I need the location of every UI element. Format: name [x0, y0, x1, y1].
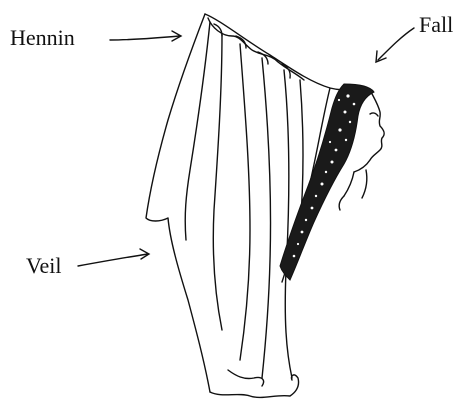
veil-fold-3 [240, 44, 250, 360]
veil-fold-1 [185, 22, 210, 240]
arrow-veil [78, 254, 148, 266]
veil-fold-2 [213, 34, 222, 330]
face-eye [370, 113, 378, 116]
fall-dark [280, 84, 374, 280]
label-veil: Veil [26, 255, 61, 277]
veil-outer-left [146, 14, 210, 392]
arrow-fall [378, 28, 414, 60]
neck-line [344, 172, 354, 196]
veil-hem-curl [228, 370, 264, 386]
veil-fold-4 [262, 58, 271, 378]
hennin-roll-1 [214, 24, 222, 36]
shoulder [339, 196, 344, 210]
neck-line-2 [362, 170, 367, 198]
arrow-hennin [110, 36, 180, 40]
label-fall: Fall [419, 14, 453, 36]
veil-fold-5 [284, 70, 292, 378]
hennin-cone [205, 14, 370, 90]
label-hennin: Hennin [10, 27, 75, 49]
